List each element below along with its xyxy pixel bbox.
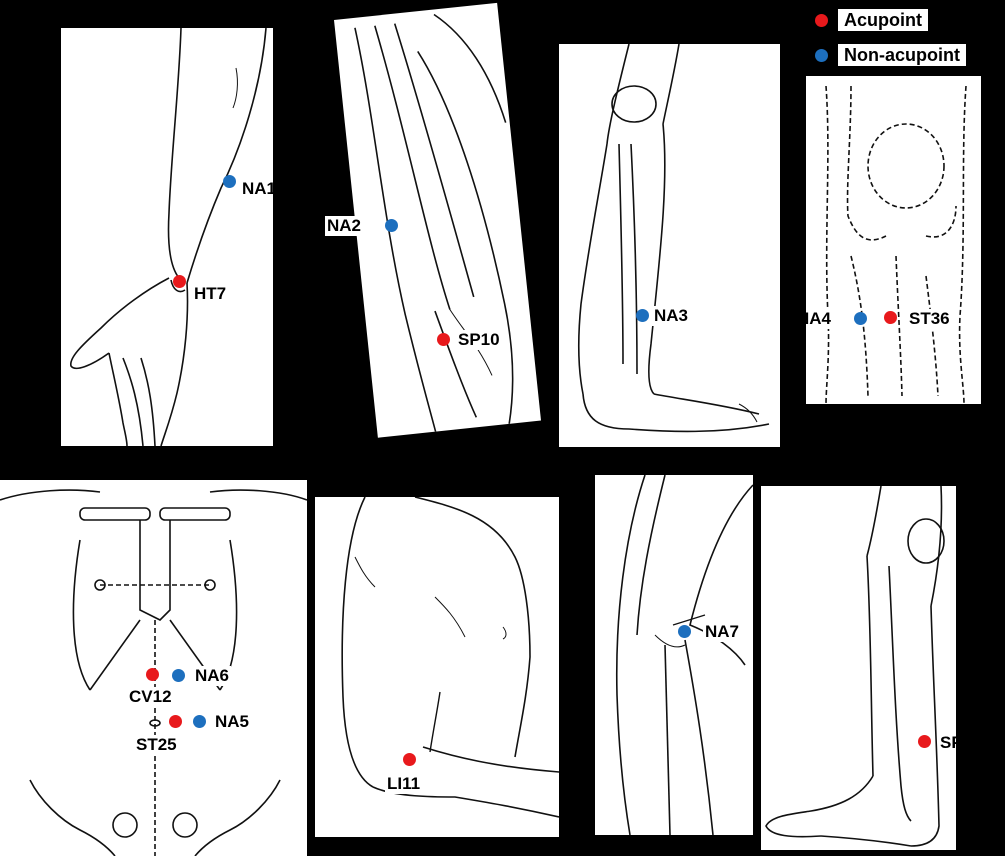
point-na2 <box>385 219 398 232</box>
panel-arm-elbow: LI11 <box>315 497 559 837</box>
leg-side-drawing <box>559 44 780 447</box>
point-na4 <box>854 312 867 325</box>
point-li11 <box>403 753 416 766</box>
label-na7: NA7 <box>703 622 741 642</box>
label-na1: NA1 <box>240 179 273 199</box>
label-na3: NA3 <box>652 306 690 326</box>
panel-torso: CV12 NA6 ST25 NA5 <box>0 480 307 856</box>
lower-leg-drawing <box>761 486 956 850</box>
label-sp10: SP10 <box>456 330 502 350</box>
point-ht7 <box>173 275 186 288</box>
point-na1 <box>223 175 236 188</box>
point-cv12 <box>146 668 159 681</box>
point-na7 <box>678 625 691 638</box>
point-sp6 <box>918 735 931 748</box>
knee-back-drawing <box>595 475 753 835</box>
knee-drawing <box>806 76 981 404</box>
point-st25 <box>169 715 182 728</box>
panel-forearm: NA1 HT7 <box>61 28 273 446</box>
label-li11: LI11 <box>385 774 422 794</box>
label-cv12: CV12 <box>127 687 174 707</box>
legend-non-acupoint-label: Non-acupoint <box>838 44 966 66</box>
panel-knee-back: NA7 <box>595 475 753 835</box>
label-na5: NA5 <box>213 712 251 732</box>
point-na6 <box>172 669 185 682</box>
arm-elbow-drawing <box>315 497 559 837</box>
label-ht7: HT7 <box>192 284 228 304</box>
label-na2: NA2 <box>325 216 363 236</box>
point-sp10 <box>437 333 450 346</box>
label-na6: NA6 <box>193 666 231 686</box>
point-na3 <box>636 309 649 322</box>
label-st36: ST36 <box>907 309 952 329</box>
point-na5 <box>193 715 206 728</box>
panel-leg-side: NA3 <box>559 44 780 447</box>
legend-acupoint-label: Acupoint <box>838 9 928 31</box>
point-st36 <box>884 311 897 324</box>
panel-thigh <box>334 3 541 438</box>
label-sp6: SP6 <box>938 733 956 753</box>
forearm-drawing <box>61 28 273 446</box>
thigh-drawing <box>334 3 541 438</box>
label-st25: ST25 <box>134 735 179 755</box>
panel-lower-leg: SP6 <box>761 486 956 850</box>
panel-knee: NA4 ST36 <box>806 76 981 404</box>
legend-acupoint-dot <box>815 14 828 27</box>
legend-non-acupoint-dot <box>815 49 828 62</box>
label-na4: NA4 <box>806 309 833 329</box>
